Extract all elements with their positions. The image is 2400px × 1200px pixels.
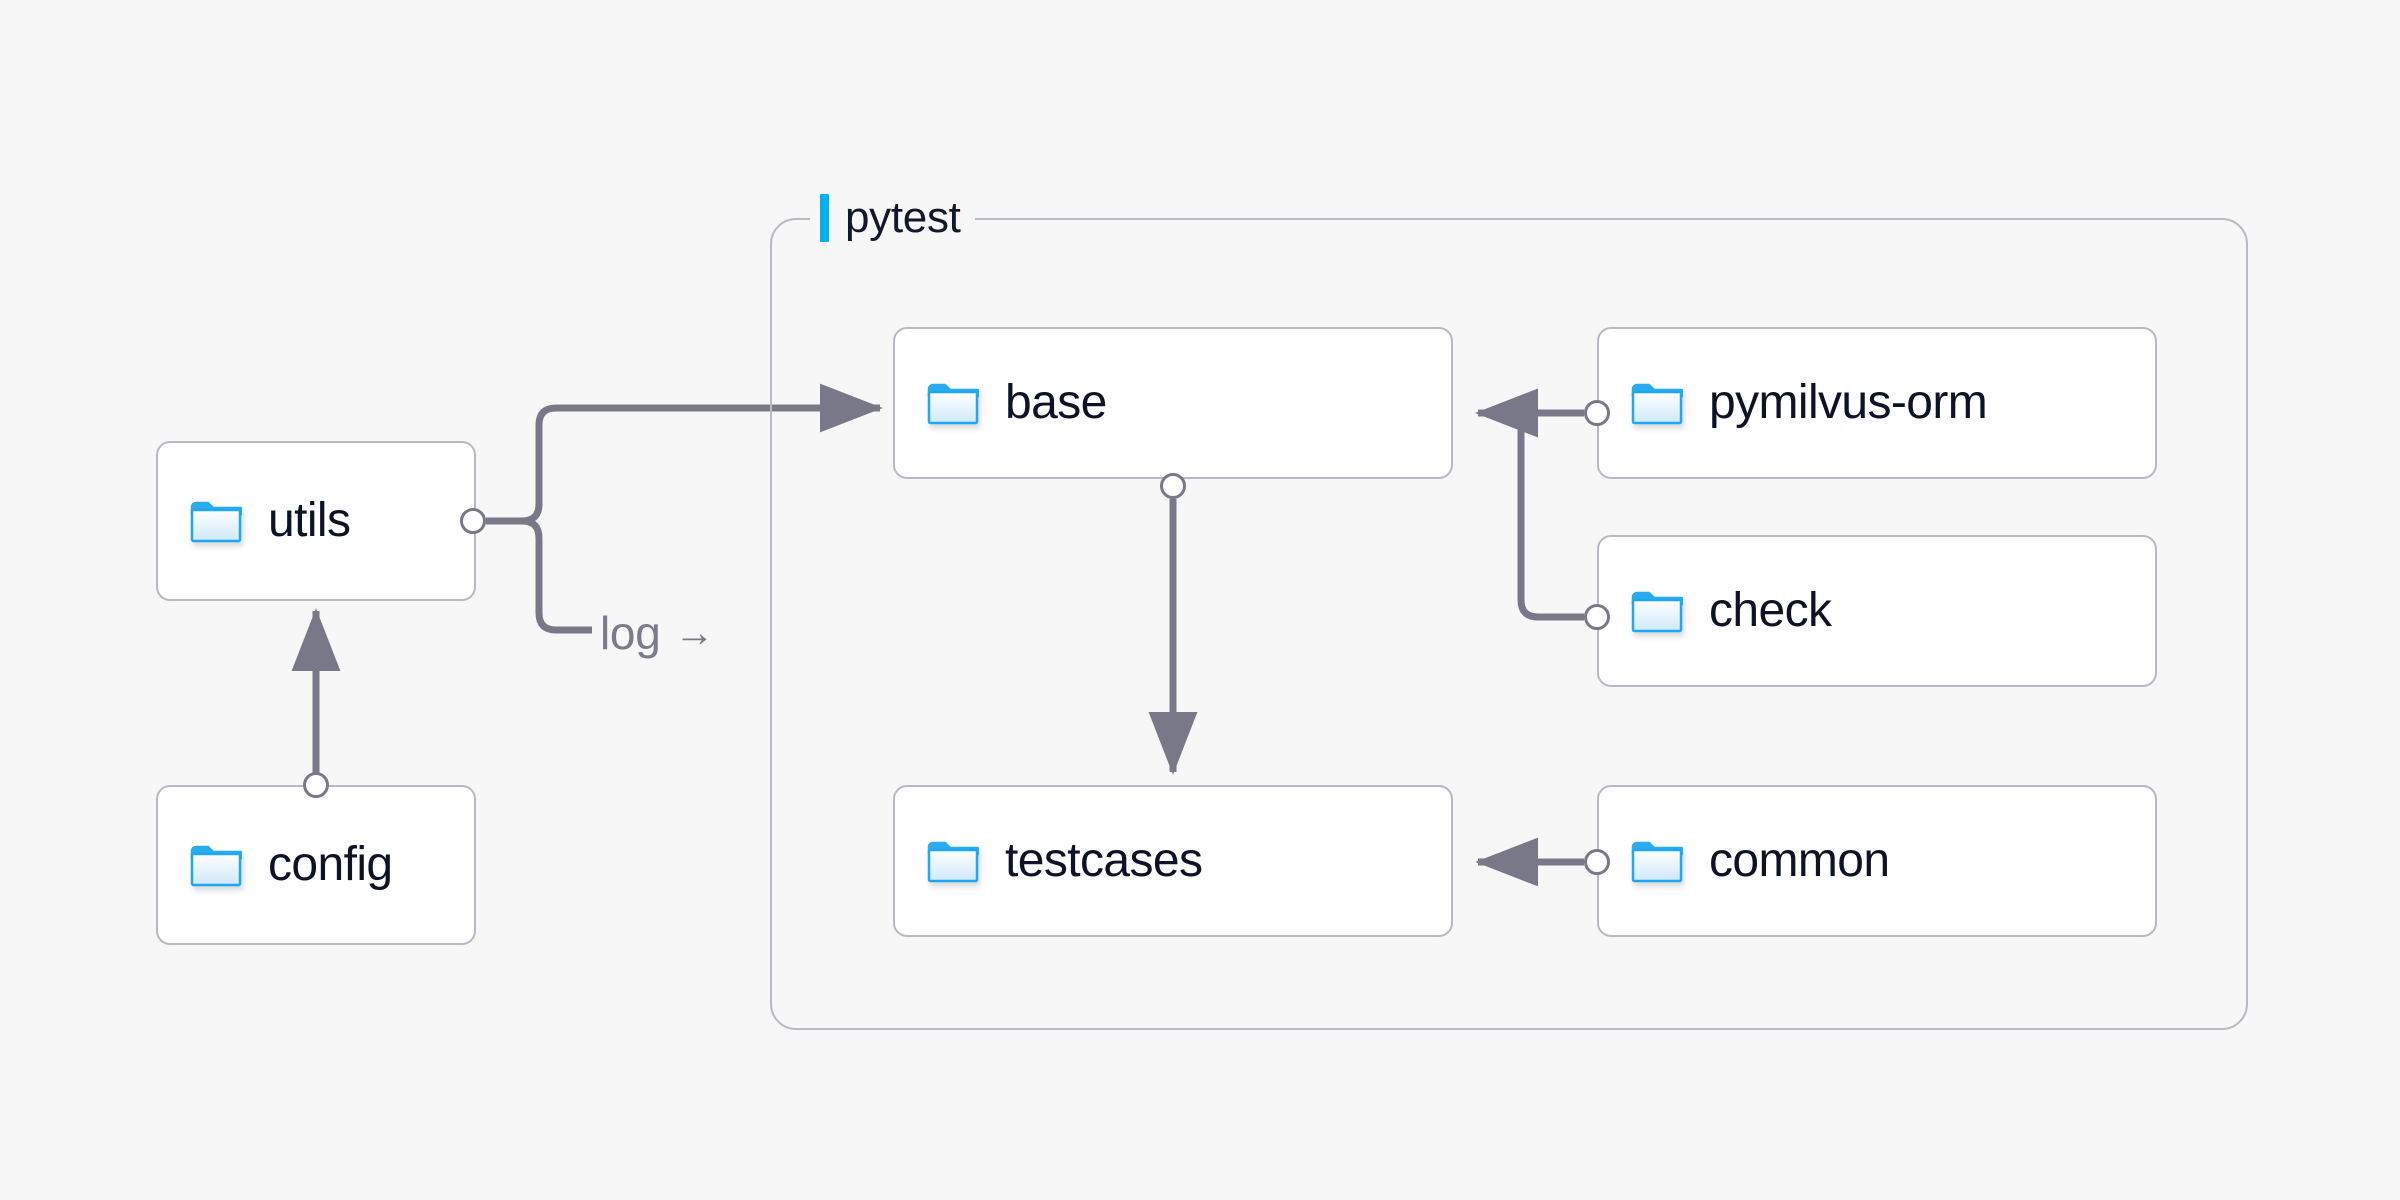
port-base-bottom[interactable]	[1160, 473, 1186, 499]
node-label: config	[268, 838, 393, 891]
node-base[interactable]: base	[893, 327, 1453, 479]
node-utils[interactable]: utils	[156, 441, 476, 601]
arrow-right-icon: →	[674, 611, 715, 655]
node-check[interactable]: check	[1597, 535, 2157, 687]
node-label: common	[1709, 834, 1890, 887]
edge-label-log: log →	[600, 607, 715, 659]
node-pymilvus-orm[interactable]: pymilvus-orm	[1597, 327, 2157, 479]
group-label-text: pytest	[845, 193, 961, 242]
port-config-top[interactable]	[303, 772, 329, 798]
port-pymilvus-orm-left[interactable]	[1584, 400, 1610, 426]
node-config[interactable]: config	[156, 785, 476, 945]
node-label: base	[1005, 376, 1107, 429]
node-testcases[interactable]: testcases	[893, 785, 1453, 937]
node-label: testcases	[1005, 834, 1203, 887]
folder-icon	[190, 843, 244, 887]
folder-icon	[927, 839, 981, 883]
port-common-left[interactable]	[1584, 849, 1610, 875]
node-label: check	[1709, 584, 1832, 637]
node-label: utils	[268, 494, 351, 547]
edge-check-to-base	[1475, 388, 1584, 621]
node-common[interactable]: common	[1597, 785, 2157, 937]
group-accent-bar	[820, 194, 829, 242]
edge-utils-to-log	[521, 517, 592, 634]
group-pytest-label: pytest	[810, 191, 975, 245]
edge-label-log-text: log	[600, 607, 661, 659]
port-utils-right[interactable]	[460, 508, 486, 534]
folder-icon	[927, 381, 981, 425]
folder-icon	[1631, 589, 1685, 633]
folder-icon	[190, 499, 244, 543]
node-label: pymilvus-orm	[1709, 376, 1988, 429]
group-pytest[interactable]	[770, 218, 2248, 1030]
folder-icon	[1631, 381, 1685, 425]
port-check-left[interactable]	[1584, 604, 1610, 630]
folder-icon	[1631, 839, 1685, 883]
